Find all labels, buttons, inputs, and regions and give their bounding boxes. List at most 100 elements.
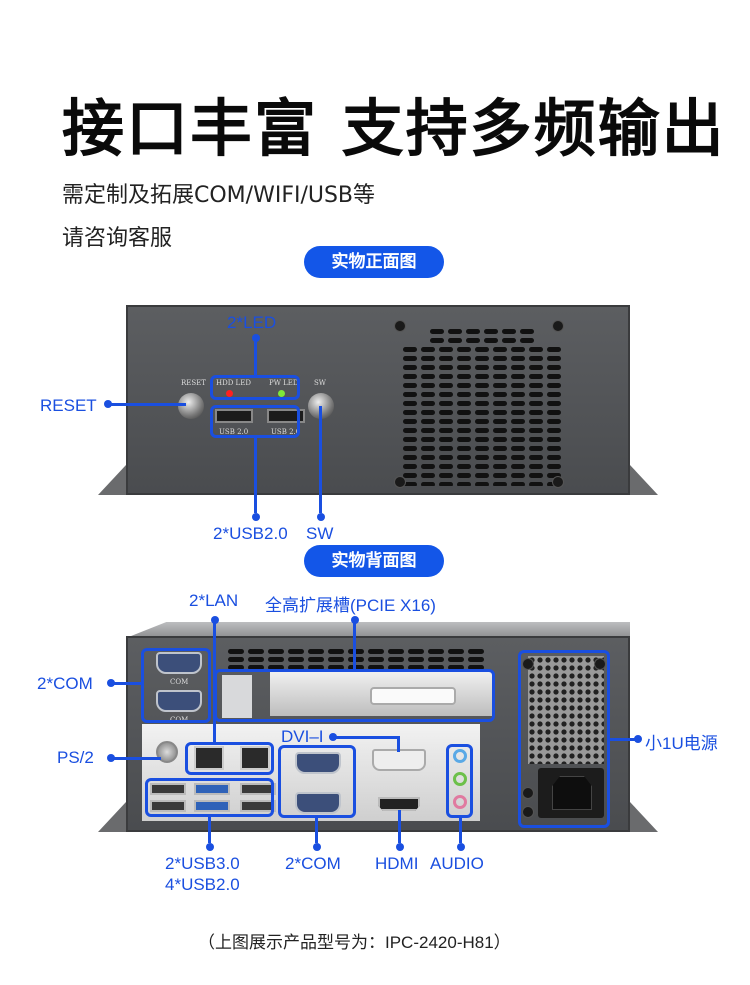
vent-slot xyxy=(457,410,471,415)
vent-slot xyxy=(529,455,543,460)
vent-slot xyxy=(368,665,384,670)
vent-slot xyxy=(493,374,507,379)
usb2-port xyxy=(240,800,276,812)
pcie-cover-cutout xyxy=(370,687,456,705)
vent-slot xyxy=(439,383,453,388)
vent-slot xyxy=(529,392,543,397)
vent-slot xyxy=(439,356,453,361)
vent-slot xyxy=(439,437,453,442)
vent-slot xyxy=(439,446,453,451)
vent-slot xyxy=(430,329,444,334)
vent-slot xyxy=(493,383,507,388)
vent-slot xyxy=(493,410,507,415)
mount-bracket-left xyxy=(98,802,126,832)
callout-usb2: 4*USB2.0 xyxy=(165,875,240,894)
vent-slot xyxy=(388,657,404,662)
lan-port-2 xyxy=(240,746,270,770)
hdd-led-indicator xyxy=(226,390,233,397)
vent-slot xyxy=(248,649,264,654)
vent-slot xyxy=(511,392,525,397)
vent-slot xyxy=(511,464,525,469)
com-left-highlight-box xyxy=(141,648,211,723)
callout-dot xyxy=(396,843,404,851)
vent-slot xyxy=(439,428,453,433)
vent-slot xyxy=(547,401,561,406)
reset-button[interactable] xyxy=(178,393,204,419)
vent-slot xyxy=(403,419,417,424)
front-chassis xyxy=(98,295,658,505)
vent-slot xyxy=(529,428,543,433)
vent-slot xyxy=(421,428,435,433)
callout-2-led: 2*LED xyxy=(227,313,277,332)
vent-slot xyxy=(457,464,471,469)
vent-slot xyxy=(475,401,489,406)
com-port-4 xyxy=(295,792,341,814)
vent-slot xyxy=(475,419,489,424)
vent-slot xyxy=(403,473,417,478)
vent-slot xyxy=(511,347,525,352)
vent-slot xyxy=(468,665,484,670)
vent-slot xyxy=(448,329,462,334)
vent-slot xyxy=(228,665,244,670)
vent-slot xyxy=(502,329,516,334)
com-bottom-highlight-box xyxy=(278,745,356,818)
callout-psu: 小1U电源 xyxy=(645,734,718,753)
vent-slot xyxy=(421,365,435,370)
vent-slot xyxy=(511,455,525,460)
com1-text: COM xyxy=(170,678,189,686)
vent-slot xyxy=(475,455,489,460)
fan-screw-icon xyxy=(552,320,564,332)
vent-slot xyxy=(475,347,489,352)
vent-slot xyxy=(457,392,471,397)
vent-slot xyxy=(457,347,471,352)
vent-slot xyxy=(328,665,344,670)
vent-slot xyxy=(520,338,534,343)
vent-slot xyxy=(308,649,324,654)
vent-slot xyxy=(511,401,525,406)
model-note: （上图展示产品型号为：IPC-2420-H81） xyxy=(198,933,511,952)
callout-2-lan: 2*LAN xyxy=(189,591,239,610)
vent-slot xyxy=(511,482,525,486)
vent-slot xyxy=(547,419,561,424)
vent-slot xyxy=(529,437,543,442)
rear-vents xyxy=(226,647,488,673)
pcie-bracket-tab xyxy=(222,675,252,718)
lan-port-1 xyxy=(194,746,224,770)
vent-slot xyxy=(511,419,525,424)
vent-slot xyxy=(547,428,561,433)
vent-slot xyxy=(448,665,464,670)
vent-slot xyxy=(475,374,489,379)
fan-screw-icon xyxy=(552,476,564,488)
hdmi-port xyxy=(378,797,420,811)
vent-slot xyxy=(421,383,435,388)
usb-rear-highlight-box xyxy=(145,778,274,817)
vent-slot xyxy=(428,657,444,662)
vent-slot xyxy=(502,338,516,343)
vent-slot xyxy=(421,410,435,415)
usb-right-text: USB 2.0 xyxy=(271,428,301,436)
vent-slot xyxy=(439,401,453,406)
vent-slot xyxy=(421,446,435,451)
vent-slot xyxy=(439,347,453,352)
callout-dot xyxy=(317,513,325,521)
callout-sw: SW xyxy=(306,524,334,543)
ps2-port xyxy=(156,741,178,763)
mount-bracket-right xyxy=(630,465,658,495)
vent-slot xyxy=(493,437,507,442)
vent-slot xyxy=(457,419,471,424)
callout-2-usb2: 2*USB2.0 xyxy=(213,524,288,543)
vent-slot xyxy=(511,428,525,433)
callout-ps2: PS/2 xyxy=(57,748,94,767)
vent-slot xyxy=(547,383,561,388)
callout-dot xyxy=(206,843,214,851)
vent-slot xyxy=(403,410,417,415)
vent-slot xyxy=(466,338,480,343)
usb3-port xyxy=(194,800,230,812)
callout-line xyxy=(315,818,318,843)
callout-line xyxy=(208,817,211,843)
vent-slot xyxy=(493,392,507,397)
vent-slot xyxy=(428,649,444,654)
vent-slot xyxy=(466,329,480,334)
vent-slot xyxy=(288,649,304,654)
com-port-1 xyxy=(156,652,202,674)
